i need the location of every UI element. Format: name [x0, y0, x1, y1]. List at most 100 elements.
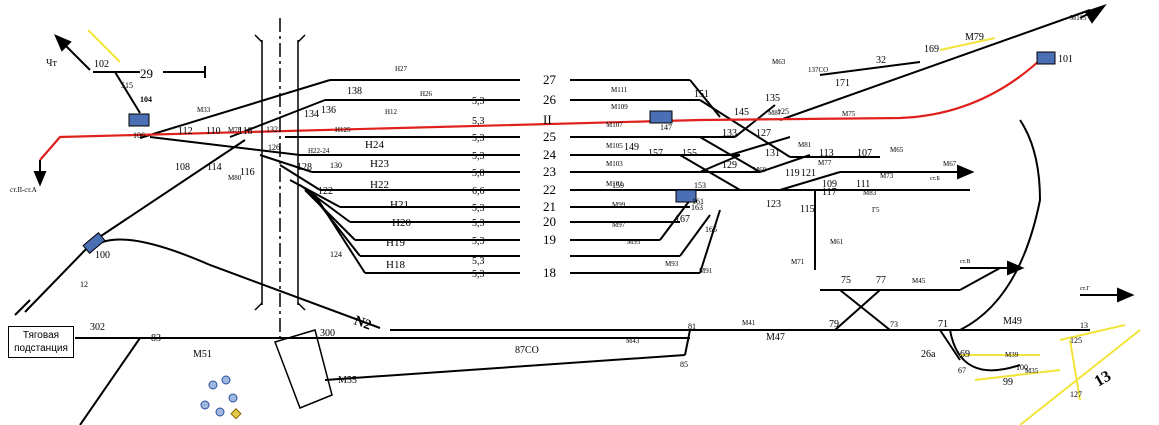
- shunt-signal-label: M95: [627, 238, 641, 246]
- switch-number: 113: [819, 148, 834, 159]
- track-number: 19: [543, 232, 556, 247]
- switch-number: 114: [207, 162, 222, 173]
- switch-number: 125: [1070, 336, 1082, 345]
- overpass: [254, 18, 333, 409]
- holding-signal-label: H12: [385, 108, 398, 116]
- switch-number: 128: [297, 162, 312, 173]
- track-number: 27: [543, 72, 557, 87]
- shunt-signal-label: M83: [863, 189, 877, 197]
- switch-number: 153: [694, 181, 706, 190]
- switch-number: 129: [722, 160, 737, 171]
- switch-number: 123: [766, 199, 781, 210]
- switch-number: 127: [1070, 390, 1082, 399]
- shunt-signal-label: M67: [943, 160, 957, 168]
- switch-number: 126: [268, 143, 280, 152]
- switch-number: 167: [675, 214, 690, 225]
- switch-number: 116: [240, 167, 255, 178]
- switch-number: 112: [178, 126, 193, 137]
- track-speed: 6,6: [472, 186, 485, 197]
- switch-number: 110: [206, 126, 221, 137]
- label-n2: N2: [352, 314, 373, 334]
- switch-number: 67: [958, 366, 966, 375]
- switch-number: 106: [133, 131, 145, 140]
- track-number: 26: [543, 92, 557, 107]
- label-exit-d: ст.Г: [1080, 286, 1090, 292]
- holding-signal-label: H19: [386, 237, 405, 249]
- track-number: 23: [543, 164, 556, 179]
- shunt-signal-label: M87: [768, 109, 782, 117]
- depot-marks: [200, 375, 242, 420]
- shunt-signal-label: M61: [830, 238, 844, 246]
- shunt-signal-label: M75: [842, 110, 856, 118]
- switch-number: 71: [938, 319, 948, 330]
- switch-number: 157: [648, 148, 663, 159]
- shunt-signal-label: M81: [798, 141, 812, 149]
- switch-number: 108: [175, 162, 190, 173]
- shunt-signal-label: M43: [626, 337, 640, 345]
- track-speed: 5,3: [472, 218, 485, 229]
- switch-number: 85: [680, 360, 688, 369]
- label-line-13: 13: [1092, 368, 1114, 391]
- switch-number: 515: [121, 81, 133, 90]
- switch-number: 77: [876, 275, 886, 286]
- switch-number: 99: [1003, 377, 1013, 388]
- track-number: 25: [543, 129, 556, 144]
- shunt-signal-label: M47: [766, 332, 785, 343]
- holding-signal-label: H21: [390, 199, 409, 211]
- switch-number: 100: [1016, 363, 1028, 372]
- switch-number: 163: [691, 203, 703, 212]
- switch-number: 169: [924, 44, 939, 55]
- shunt-signal-label: M111: [611, 86, 628, 94]
- track-number: 20: [543, 214, 556, 229]
- substation-line1: Тяговая: [22, 330, 60, 341]
- track-speed: 5,3: [472, 116, 485, 127]
- holding-signal-label: H23: [370, 158, 389, 170]
- shunt-signal-label: M39: [1005, 351, 1019, 359]
- switch-number: 302: [90, 322, 105, 333]
- switch-number: 161: [692, 197, 704, 206]
- switch-number: 133: [722, 128, 737, 139]
- shunt-signal-label: M69: [753, 166, 767, 174]
- holding-signal-label: H18: [386, 259, 405, 271]
- track-speed: 5,3: [472, 256, 485, 267]
- switch-number: 122: [318, 186, 333, 197]
- switch-number: 124: [330, 250, 342, 259]
- switch-number: 145: [734, 107, 749, 118]
- track-speed: 5,3: [472, 96, 485, 107]
- shunt-signal-label: M35: [1025, 367, 1039, 375]
- switch-number: 13: [1080, 321, 1088, 330]
- track-number: 21: [543, 199, 556, 214]
- switch-number: 117: [822, 187, 837, 198]
- shunt-signal-label: M97: [612, 221, 626, 229]
- switch-number: 131: [765, 148, 780, 159]
- holding-signal-label: H24: [365, 139, 384, 151]
- shunt-signal-label: M41: [742, 319, 756, 327]
- switch-number: 102: [94, 59, 109, 70]
- switch-number: 111: [856, 179, 870, 190]
- shunt-signal-label: M78: [228, 126, 242, 134]
- shunt-signal-label: M115: [1070, 14, 1087, 22]
- shunt-signal-label: M107: [606, 121, 623, 129]
- switch-number: 75: [841, 275, 851, 286]
- shunt-signal-label: M105: [606, 142, 623, 150]
- aux-tracks: [87, 29, 1141, 425]
- switch-number: 135: [765, 93, 780, 104]
- switch-number: 109: [822, 179, 837, 190]
- track-number: 24: [543, 147, 557, 162]
- shunt-signal-label: M63: [772, 58, 786, 66]
- switch-number: 159: [612, 181, 624, 190]
- shunt-signal-label: M71: [791, 258, 805, 266]
- holding-signal-label: H20: [392, 217, 411, 229]
- track-speed: 5,3: [472, 236, 485, 247]
- track-speed: 5,8: [472, 168, 485, 179]
- label-co87: 87CO: [515, 345, 539, 356]
- track-number: II: [543, 112, 552, 127]
- switch-number: 79: [829, 319, 839, 330]
- shunt-signal-label: M55: [338, 375, 357, 386]
- holding-signal-label: H125: [335, 126, 351, 134]
- track-speed: 5,3: [472, 269, 485, 280]
- switch-number: 118: [238, 126, 253, 137]
- shunt-signal-label: M101: [606, 180, 623, 188]
